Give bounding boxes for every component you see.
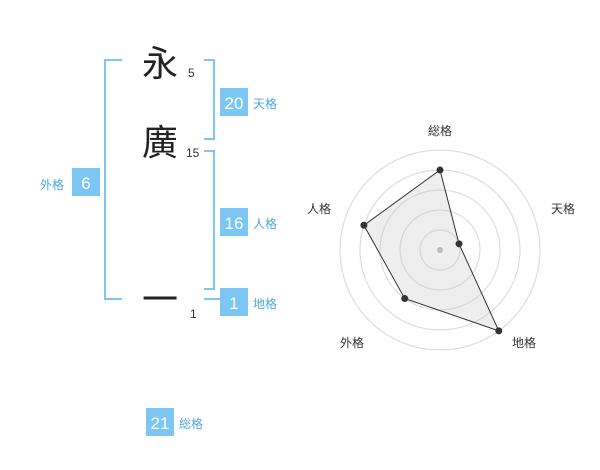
radar-point bbox=[436, 166, 444, 174]
tenkaku-value: 20 bbox=[225, 94, 244, 113]
stroke-count-2: 15 bbox=[186, 146, 200, 160]
radar-axis-label-gaikaku: 外格 bbox=[340, 335, 364, 350]
radar-point bbox=[360, 221, 368, 229]
jinkaku-badge: 16 人格 bbox=[220, 208, 277, 236]
fortune-radar-chart: 総格 天格 地格 外格 人格 bbox=[307, 123, 575, 351]
gaikaku-label: 外格 bbox=[40, 177, 64, 192]
soukaku-badge: 21 総格 bbox=[146, 408, 203, 436]
radar-axis-label-chikaku: 地格 bbox=[512, 335, 536, 350]
jinkaku-label: 人格 bbox=[253, 216, 277, 231]
name-char-1: 永 bbox=[142, 44, 178, 85]
chikaku-label: 地格 bbox=[253, 296, 277, 311]
radar-points bbox=[360, 166, 503, 335]
tenkaku-label: 天格 bbox=[253, 96, 277, 111]
chikaku-badge-box bbox=[220, 288, 248, 316]
radar-point bbox=[455, 240, 463, 248]
radar-polygon bbox=[363, 169, 500, 332]
gaikaku-badge: 外格 6 bbox=[40, 168, 100, 196]
stroke-count-1: 5 bbox=[188, 66, 195, 80]
tenkaku-badge: 20 天格 bbox=[220, 88, 277, 116]
tenkaku-badge-box bbox=[220, 88, 248, 116]
name-char-2: 廣 bbox=[142, 123, 178, 164]
radar-ring bbox=[339, 149, 541, 351]
jinkaku-bracket bbox=[204, 150, 215, 290]
jinkaku-value: 16 bbox=[225, 214, 244, 233]
radar-axis-label-jinkaku: 人格 bbox=[307, 201, 331, 216]
radar-point bbox=[401, 295, 409, 303]
radar-ring bbox=[399, 209, 481, 291]
radar-center bbox=[437, 247, 443, 253]
radar-ring bbox=[379, 189, 501, 311]
name-char-3: 一 bbox=[142, 280, 178, 321]
jinkaku-badge-box bbox=[220, 208, 248, 236]
radar-axis-label-tenkaku: 天格 bbox=[551, 201, 575, 216]
gaikaku-badge-box bbox=[72, 168, 100, 196]
soukaku-label: 総格 bbox=[179, 416, 203, 431]
chikaku-badge: 1 地格 bbox=[220, 288, 277, 316]
radar-axis-label-soukaku: 総格 bbox=[428, 123, 452, 138]
radar-grid bbox=[339, 149, 541, 351]
radar-ring bbox=[419, 229, 461, 271]
soukaku-value: 21 bbox=[151, 414, 170, 433]
gaikaku-value: 6 bbox=[81, 174, 90, 193]
radar-point bbox=[495, 327, 503, 335]
soukaku-badge-box bbox=[146, 408, 174, 436]
chikaku-value: 1 bbox=[229, 294, 238, 313]
gaikaku-bracket bbox=[104, 59, 122, 300]
stroke-count-3: 1 bbox=[190, 307, 197, 321]
tenkaku-bracket bbox=[204, 59, 215, 140]
